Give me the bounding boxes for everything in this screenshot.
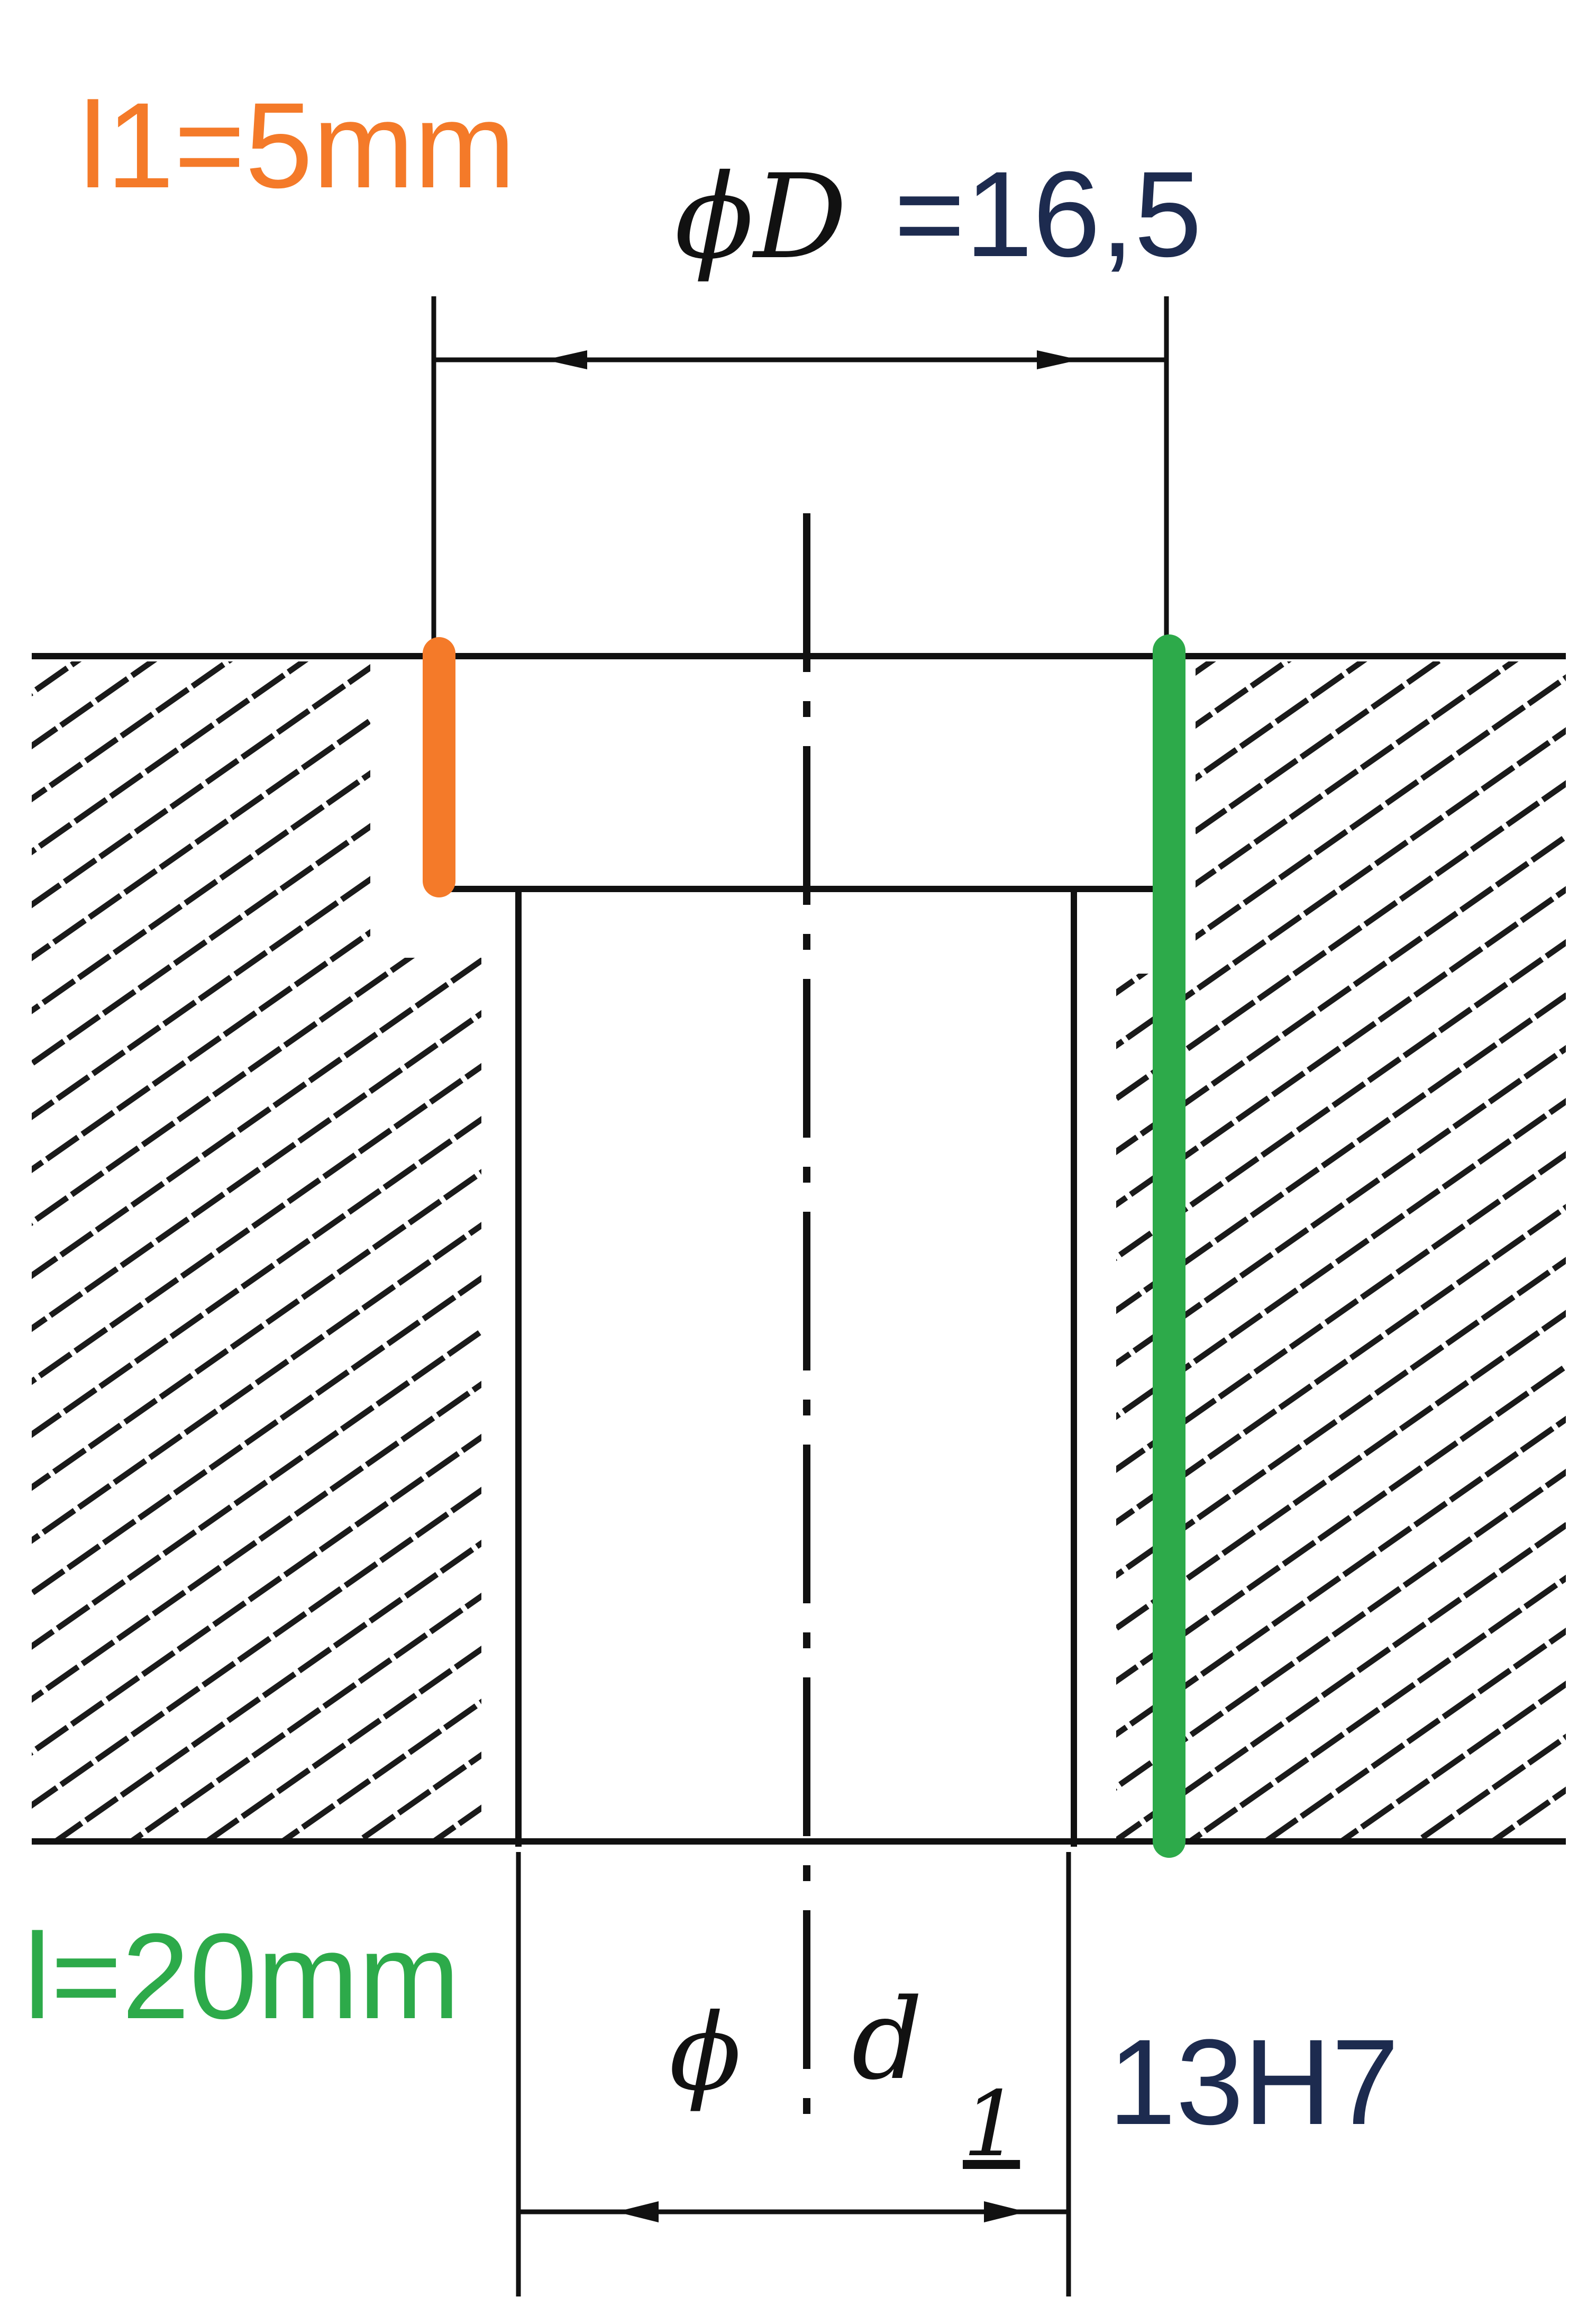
diameter-d1-arrow-right: [984, 2201, 1026, 2222]
counterbore-diameter-symbol: ϕD: [674, 149, 847, 285]
left-hatched-section: [32, 661, 481, 1841]
right-hatched-section: [1116, 661, 1566, 1841]
counterbore-diameter-value: =16,5: [894, 146, 1202, 282]
diameter-d1-arrow-left: [616, 2201, 659, 2222]
hole-diameter-symbol: ϕ: [669, 1991, 742, 2114]
hole-diameter-subscript: 1: [963, 2072, 1020, 2177]
hole-tolerance-label: 13H7: [1108, 2014, 1399, 2150]
diameter-D-arrow-left: [545, 350, 587, 369]
hole-diameter-letter: d: [852, 1975, 923, 2104]
diameter-D-arrow-right: [1037, 350, 1079, 369]
hole-length-label: l=20mm: [24, 1908, 460, 2044]
counterbore-depth-label: l1=5mm: [79, 77, 516, 213]
